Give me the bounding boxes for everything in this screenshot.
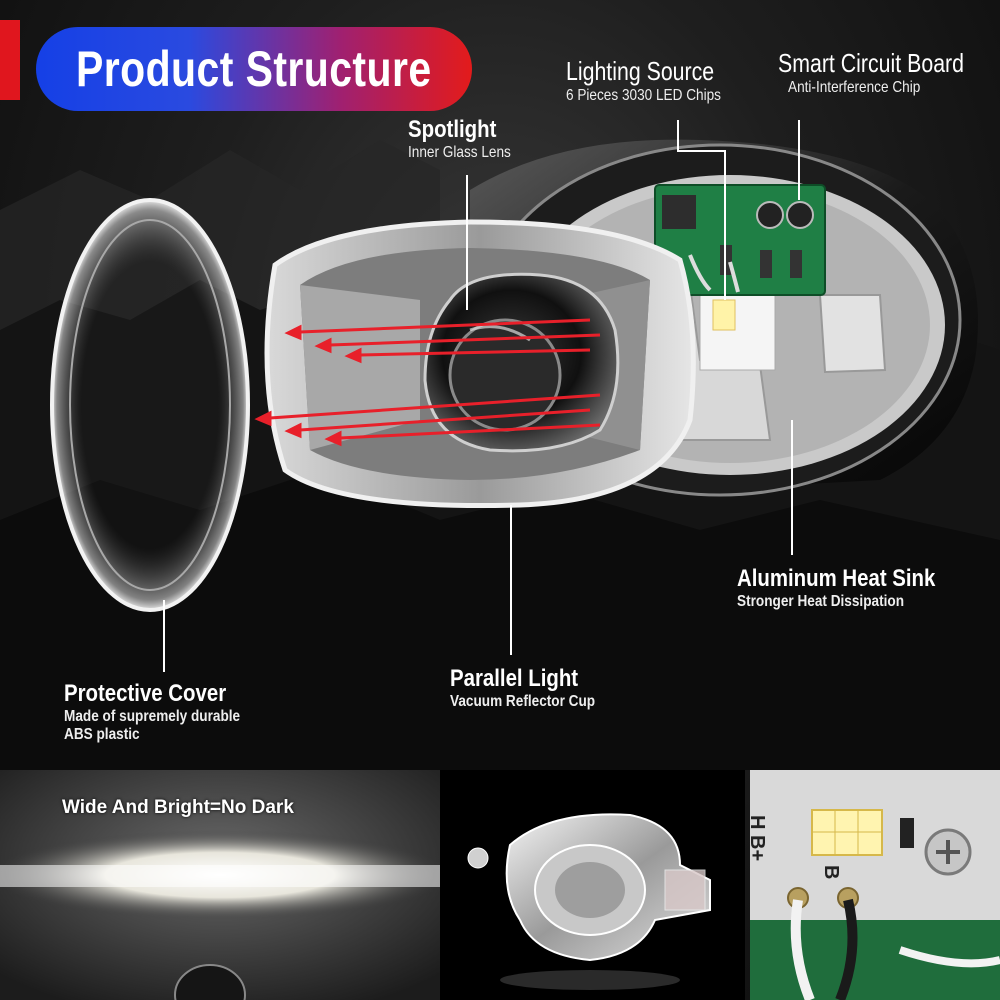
lighting-source-title: Lighting Source (566, 56, 715, 86)
photo-beam-pattern (0, 770, 440, 1000)
label-parallel-light: Parallel Light Vacuum Reflector Cup (450, 665, 621, 711)
protective-cover-subtitle-1: Made of supremely durable (64, 708, 241, 725)
label-spotlight: Spotlight Inner Glass Lens (408, 116, 529, 162)
parallel-light-title: Parallel Light (450, 665, 579, 692)
photo-lens-module (440, 770, 745, 1000)
leader-line-parallel (510, 505, 512, 655)
label-aluminum-heat-sink: Aluminum Heat Sink Stronger Heat Dissipa… (737, 565, 970, 611)
beam-caption: Wide And Bright=No Dark (62, 797, 294, 818)
leader-line-heat-sink (791, 420, 793, 555)
leader-line-lighting-b (677, 150, 725, 152)
lighting-source-subtitle: 6 Pieces 3030 LED Chips (566, 87, 721, 104)
leader-line-circuit (798, 120, 800, 200)
lamp-illustration (50, 139, 978, 612)
smart-circuit-board-title: Smart Circuit Board (778, 48, 965, 78)
leader-line-lighting-a (677, 120, 679, 150)
leader-line-cover (163, 600, 165, 672)
label-lighting-source: Lighting Source 6 Pieces 3030 LED Chips (566, 56, 748, 105)
aluminum-heat-sink-subtitle: Stronger Heat Dissipation (737, 593, 905, 610)
protective-cover (50, 198, 250, 612)
accent-bar (0, 20, 20, 100)
leader-line-spotlight (466, 175, 468, 310)
page-title: Product Structure (76, 41, 432, 97)
label-protective-cover: Protective Cover Made of supremely durab… (64, 680, 271, 744)
board-marking: H B+ (750, 815, 768, 862)
spotlight-subtitle: Inner Glass Lens (408, 144, 511, 161)
protective-cover-title: Protective Cover (64, 680, 227, 707)
parallel-light-subtitle: Vacuum Reflector Cup (450, 693, 596, 710)
spotlight-title: Spotlight (408, 116, 497, 143)
leader-line-lighting-c (724, 150, 726, 300)
protective-cover-subtitle-2: ABS plastic (64, 726, 140, 743)
label-smart-circuit-board: Smart Circuit Board Anti-Interference Ch… (778, 48, 1000, 97)
board-marking-2: B (820, 865, 842, 880)
aluminum-heat-sink-title: Aluminum Heat Sink (737, 565, 936, 592)
light-arrows (254, 318, 601, 447)
photo-led-board: H B+ B (750, 770, 1000, 1000)
title-pill: Product Structure (36, 27, 472, 111)
smart-circuit-board-subtitle: Anti-Interference Chip (788, 79, 921, 96)
circuit-board (654, 184, 826, 296)
